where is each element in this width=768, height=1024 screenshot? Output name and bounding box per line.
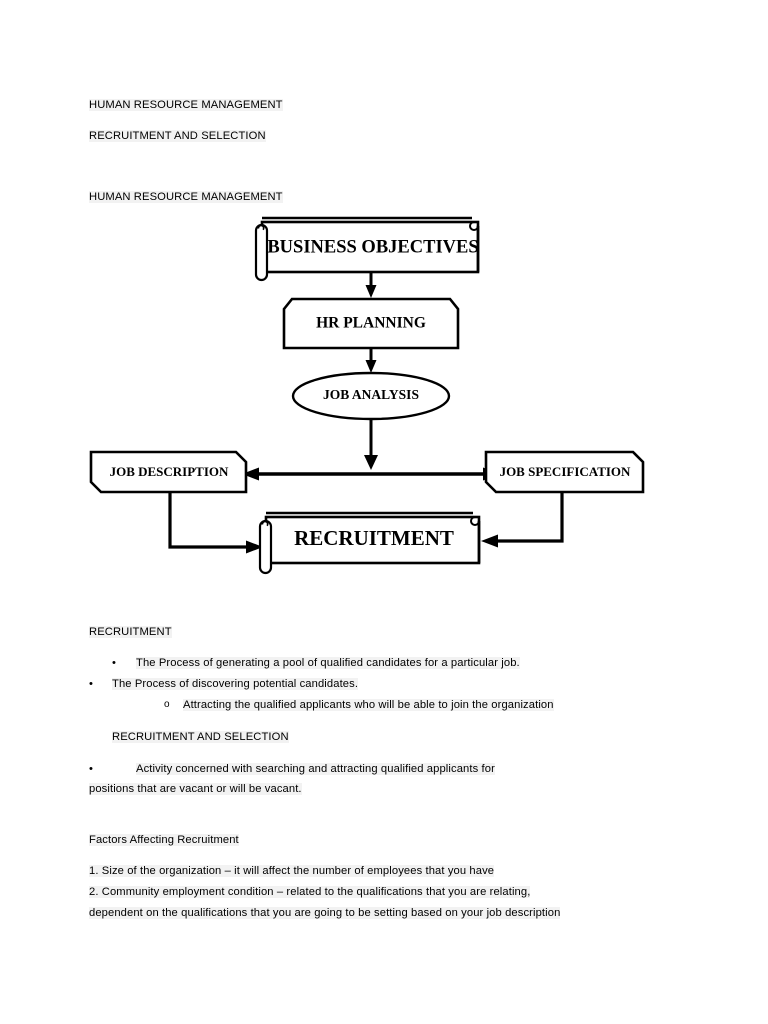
node-label: BUSINESS OBJECTIVES (267, 237, 478, 257)
list-item-text: The Process of discovering potential can… (112, 678, 359, 690)
node-recruitment: RECRUITMENT (258, 511, 481, 575)
bullet-marker-4: • (89, 763, 93, 775)
connector-job-description-job-specification (242, 467, 500, 481)
heading-text: HUMAN RESOURCE MANAGEMENT (89, 99, 283, 111)
node-label: JOB ANALYSIS (323, 387, 419, 402)
factor-item-1: 1. Size of the organization – it will af… (89, 861, 495, 881)
node-label: RECRUITMENT (294, 526, 454, 550)
connector-business-objectives-to-hr-planning (365, 272, 377, 298)
node-hr-planning: HR PLANNING (282, 297, 460, 350)
list-item-text: The Process of generating a pool of qual… (136, 657, 520, 669)
connector-job-specification-to-recruitment (481, 492, 564, 548)
list-item-2: The Process of discovering potential can… (112, 674, 359, 694)
list-item-text: positions that are vacant or will be vac… (89, 783, 302, 795)
factor-item-2-line-2: dependent on the qualifications that you… (89, 903, 561, 923)
node-business-objectives: BUSINESS OBJECTIVES (254, 216, 480, 282)
heading-factors-affecting-recruitment: Factors Affecting Recruitment (89, 830, 239, 850)
heading-human-resource-management-2: HUMAN RESOURCE MANAGEMENT (89, 187, 283, 207)
node-label: JOB DESCRIPTION (110, 464, 229, 479)
list-item-text: Activity concerned with searching and at… (136, 763, 495, 775)
heading-recruitment-and-selection-1: RECRUITMENT AND SELECTION (89, 126, 266, 146)
heading-text: HUMAN RESOURCE MANAGEMENT (89, 191, 283, 203)
node-label: HR PLANNING (316, 315, 426, 332)
list-item-text: Attracting the qualified applicants who … (183, 699, 554, 711)
list-item-1: The Process of generating a pool of qual… (136, 653, 520, 673)
heading-recruitment-and-selection-2: RECRUITMENT AND SELECTION (112, 727, 289, 747)
bullet-marker-3: o (164, 699, 170, 710)
list-item-3: Attracting the qualified applicants who … (183, 695, 554, 715)
node-job-specification: JOB SPECIFICATION (484, 450, 645, 494)
factor-text: 1. Size of the organization – it will af… (89, 865, 495, 877)
factor-text: dependent on the qualifications that you… (89, 907, 561, 919)
node-job-description: JOB DESCRIPTION (89, 450, 248, 494)
heading-text: Factors Affecting Recruitment (89, 834, 239, 846)
bullet-marker-1: • (112, 657, 116, 669)
heading-text: RECRUITMENT (89, 626, 172, 638)
connector-hr-planning-to-job-analysis (365, 348, 377, 373)
node-label: JOB SPECIFICATION (500, 464, 631, 479)
factor-text: 2. Community employment condition – rela… (89, 886, 531, 898)
bullet-marker-2: • (89, 678, 93, 690)
heading-recruitment: RECRUITMENT (89, 622, 172, 642)
heading-human-resource-management-1: HUMAN RESOURCE MANAGEMENT (89, 95, 283, 115)
heading-text: RECRUITMENT AND SELECTION (89, 130, 266, 142)
heading-text: RECRUITMENT AND SELECTION (112, 731, 289, 743)
node-job-analysis: JOB ANALYSIS (291, 371, 451, 421)
list-item-4-line-1: Activity concerned with searching and at… (136, 759, 495, 779)
connector-job-analysis-to-split (364, 420, 378, 470)
factor-item-2-line-1: 2. Community employment condition – rela… (89, 882, 531, 902)
list-item-4-line-2: positions that are vacant or will be vac… (89, 779, 302, 799)
connector-job-description-to-recruitment (168, 492, 263, 554)
